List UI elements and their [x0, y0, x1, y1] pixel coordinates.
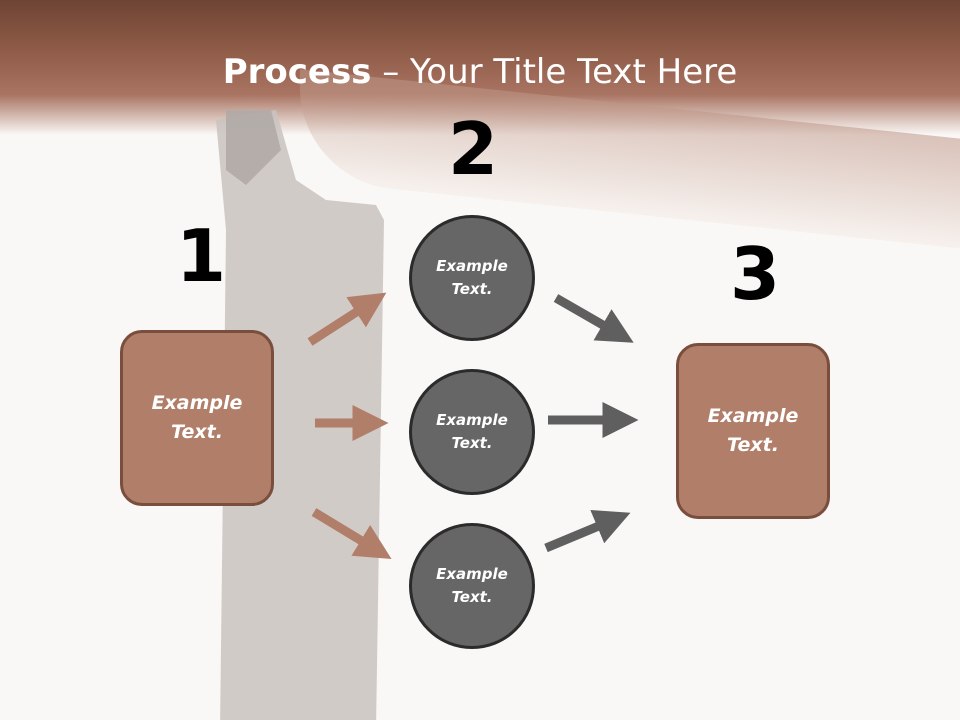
- arrow-from-circle-1: [553, 294, 634, 343]
- arrow-from-circle-3: [544, 510, 631, 553]
- slide-title: Process – Your Title Text Here: [0, 52, 960, 92]
- end-box: Example Text.: [676, 343, 830, 519]
- title-bold: Process: [222, 52, 372, 92]
- circle-step-3: Example Text.: [409, 523, 535, 649]
- circle-2-text: Example Text.: [436, 411, 508, 452]
- circle-step-1: Example Text.: [409, 215, 535, 341]
- title-rest: – Your Title Text Here: [371, 52, 738, 92]
- end-box-text: Example Text.: [707, 405, 799, 456]
- step-number-1: 1: [176, 214, 227, 298]
- circle-step-2: Example Text.: [409, 369, 535, 495]
- background-knife-image: [216, 110, 384, 720]
- step-number-2: 2: [448, 107, 499, 191]
- circle-3-text: Example Text.: [436, 565, 508, 606]
- circle-1-text: Example Text.: [436, 257, 508, 298]
- start-box: Example Text.: [120, 330, 274, 506]
- step-number-3: 3: [730, 232, 781, 316]
- start-box-text: Example Text.: [151, 392, 243, 443]
